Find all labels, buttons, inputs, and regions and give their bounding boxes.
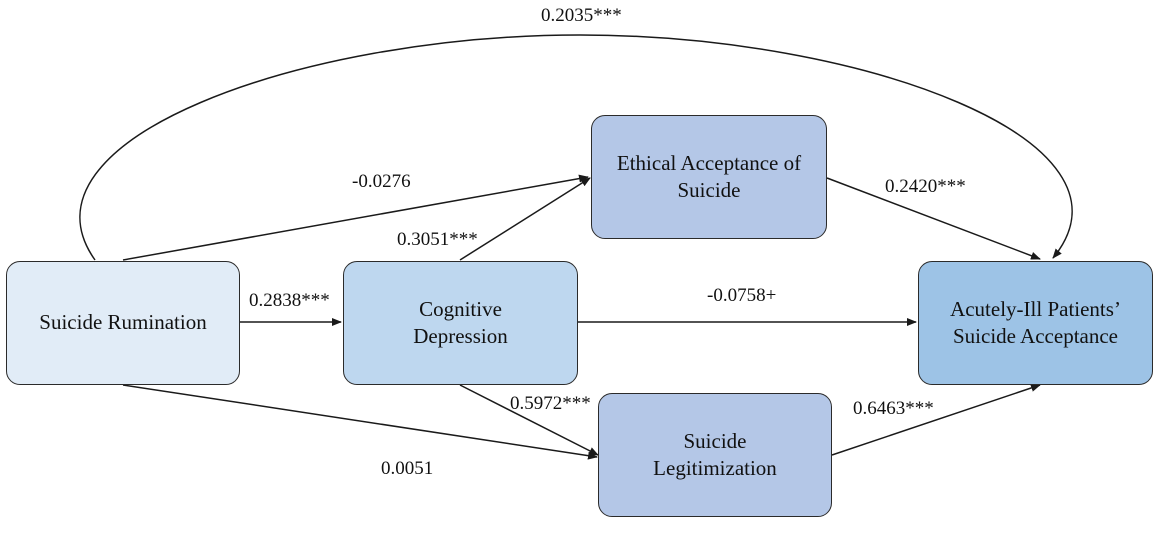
node-suicide-acceptance-line-2: Suicide Acceptance (952, 324, 1118, 348)
node-ethical-acceptance-line-2: Suicide (677, 178, 741, 202)
arrow-depression-to-ethical (459, 177, 591, 261)
coef-depression-to-acceptance: -0.0758+ (707, 285, 777, 306)
coef-rumination-to-depression: 0.2838*** (249, 290, 330, 311)
arrow-rumination-to-acceptance (79, 34, 1073, 261)
coef-legitimization-to-acceptance: 0.6463*** (853, 398, 934, 419)
node-suicide-acceptance-line-1: Acutely-Ill Patients’ (950, 296, 1121, 321)
node-suicide-acceptance: Acutely-Ill Patients’ Suicide Acceptance (918, 261, 1153, 385)
coef-rumination-to-acceptance: 0.2035*** (541, 5, 622, 26)
node-cognitive-depression-line-1: Cognitive (419, 296, 502, 321)
arrow-legitimization-to-acceptance (831, 384, 1041, 456)
arrow-rumination-to-ethical (122, 174, 589, 261)
coef-depression-to-legitimization: 0.5972*** (510, 393, 591, 414)
arrow-rumination-to-legitimization (122, 384, 598, 460)
node-cognitive-depression: Cognitive Depression (343, 261, 578, 385)
coef-ethical-to-acceptance: 0.2420*** (885, 176, 966, 197)
arrow-depression-to-legitimization (459, 384, 599, 456)
node-suicide-rumination: Suicide Rumination (6, 261, 240, 385)
node-suicide-legitimization-line-2: Legitimization (653, 456, 777, 480)
coef-rumination-to-ethical: -0.0276 (352, 171, 411, 192)
node-ethical-acceptance-line-1: Ethical Acceptance of (616, 150, 802, 175)
coef-rumination-to-legitimization: 0.0051 (381, 458, 434, 479)
coef-depression-to-ethical: 0.3051*** (397, 229, 478, 250)
node-suicide-legitimization: Suicide Legitimization (598, 393, 832, 517)
node-ethical-acceptance: Ethical Acceptance of Suicide (591, 115, 827, 239)
node-suicide-rumination-line-1: Suicide Rumination (39, 310, 207, 335)
arrow-ethical-to-acceptance (826, 177, 1041, 260)
node-cognitive-depression-line-2: Depression (413, 324, 508, 348)
node-suicide-legitimization-line-1: Suicide (683, 428, 747, 453)
